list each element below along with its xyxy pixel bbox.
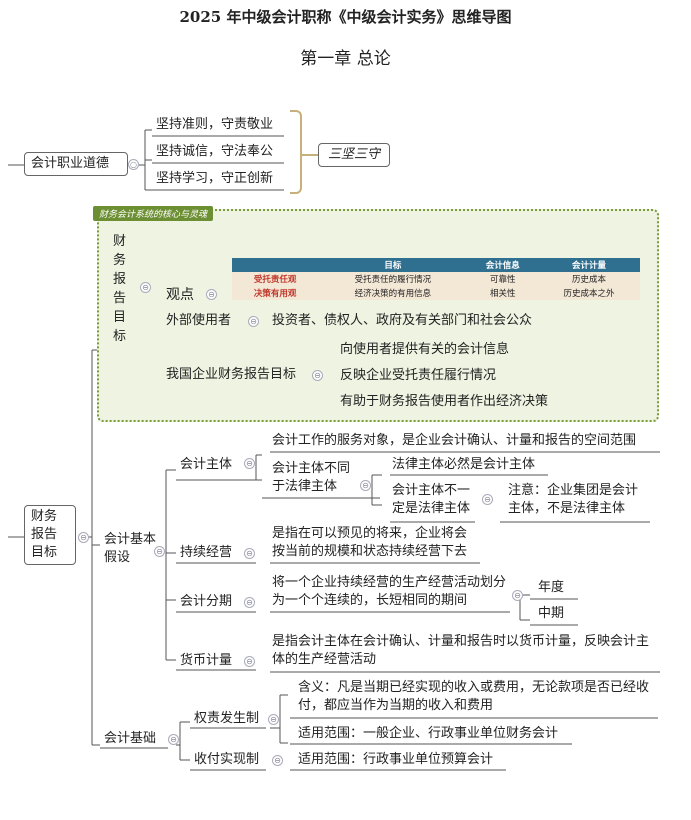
collapse-toggle-icon[interactable]: ⊖ <box>272 755 283 766</box>
collapse-toggle-icon[interactable]: ⊖ <box>268 714 279 725</box>
entity-node[interactable]: 会计主体 <box>180 457 233 472</box>
money-detail[interactable]: 是指会计主体在会计确认、计量和报告时以货币计量，反映会计主体的生产经营活动 <box>272 634 650 667</box>
cash-scope[interactable]: 适用范围：行政事业单位预算会计 <box>298 752 494 767</box>
table-cell: 相关性 <box>467 286 538 300</box>
ethics-item-3[interactable]: 坚持学习，守正创新 <box>156 171 274 186</box>
basis-node[interactable]: 会计基础 <box>104 731 157 746</box>
collapse-toggle-icon[interactable]: ⊖ <box>168 734 179 745</box>
collapse-toggle-icon[interactable]: ⊖ <box>78 532 89 543</box>
periods-detail[interactable]: 将一个企业持续经营的生产经营活动划分为一个个连续的，长短相同的期间 <box>272 575 507 608</box>
cash-node[interactable]: 收付实现制 <box>194 752 260 767</box>
external-users-node[interactable]: 外部使用者 <box>166 313 232 328</box>
assumptions-node[interactable]: 会计基本假设 <box>104 532 157 565</box>
external-users-detail[interactable]: 投资者、债权人、政府及有关部门和社会公众 <box>272 313 533 328</box>
ethics-summary-node[interactable]: 三坚三守 <box>318 143 390 167</box>
periods-annual[interactable]: 年度 <box>538 580 565 595</box>
ethics-root-node[interactable]: 会计职业道德 <box>24 152 128 176</box>
going-concern-detail[interactable]: 是指在可以预见的将来，企业将会按当前的规模和状态持续经营下去 <box>272 526 468 559</box>
viewpoint-table: 目标 会计信息 会计计量 受托责任观 受托责任的履行情况 可靠性 历史成本 决策… <box>232 258 640 300</box>
report-goal-vertical-label[interactable]: 财务报告目标 <box>113 234 127 344</box>
ethics-item-2[interactable]: 坚持诚信，守法奉公 <box>156 144 274 159</box>
entity-definition[interactable]: 会计工作的服务对象，是企业会计确认、计量和报告的空间范围 <box>272 433 637 448</box>
ethics-summary-label: 三坚三守 <box>327 147 380 162</box>
table-cell: 受托责任观 <box>232 272 319 286</box>
table-cell: 可靠性 <box>467 272 538 286</box>
accrual-node[interactable]: 权责发生制 <box>194 711 260 726</box>
periods-node[interactable]: 会计分期 <box>180 594 233 609</box>
collapse-toggle-icon[interactable]: ⊖ <box>244 548 255 559</box>
collapse-toggle-icon[interactable]: ⊖ <box>244 458 255 469</box>
china-goal-node[interactable]: 我国企业财务报告目标 <box>166 367 297 382</box>
collapse-toggle-icon[interactable]: ⊖ <box>154 546 165 557</box>
entity-not-legal[interactable]: 会计主体不一定是法律主体 <box>392 483 471 516</box>
table-header-cell <box>232 258 319 272</box>
collapse-toggle-icon[interactable]: ⊖ <box>360 480 371 491</box>
report-goal-frame <box>97 209 659 422</box>
ethics-item-1[interactable]: 坚持准则，守责敬业 <box>156 117 274 132</box>
collapse-toggle-icon[interactable]: ⊖ <box>312 370 323 381</box>
collapse-toggle-icon[interactable]: ⊖ <box>140 282 151 293</box>
legal-is-entity[interactable]: 法律主体必然是会计主体 <box>392 457 536 472</box>
collapse-toggle-icon[interactable]: ○ <box>128 159 139 170</box>
accrual-scope[interactable]: 适用范围：一般企业、行政事业单位财务会计 <box>298 726 559 741</box>
collapse-toggle-icon[interactable]: ⊖ <box>512 590 523 601</box>
money-node[interactable]: 货币计量 <box>180 653 233 668</box>
accrual-meaning[interactable]: 含义：凡是当期已经实现的收入或费用，无论款项是否已经收付，都应当作为当期的收入和… <box>298 680 650 713</box>
chapter-title: 第一章 总论 <box>300 49 391 69</box>
collapse-toggle-icon[interactable]: ⊖ <box>482 494 493 505</box>
green-frame-tag: 财务会计系统的核心与灵魂 <box>93 206 214 221</box>
periods-interim[interactable]: 中期 <box>538 606 565 621</box>
china-goal-item-1[interactable]: 向使用者提供有关的会计信息 <box>340 342 510 357</box>
group-note[interactable]: 注意：企业集团是会计主体，不是法律主体 <box>508 483 639 516</box>
main-root-label: 财务报告目标 <box>31 509 58 560</box>
collapse-toggle-icon[interactable]: ⊖ <box>206 289 217 300</box>
table-header-cell: 会计计量 <box>537 258 640 272</box>
ethics-bracket <box>290 110 302 194</box>
table-header-row: 目标 会计信息 会计计量 <box>232 258 640 272</box>
going-concern-node[interactable]: 持续经营 <box>180 545 233 560</box>
collapse-toggle-icon[interactable]: ⊖ <box>248 316 259 327</box>
china-goal-item-2[interactable]: 反映企业受托责任履行情况 <box>340 368 497 383</box>
entity-diff-node[interactable]: 会计主体不同于法律主体 <box>272 461 351 494</box>
table-cell: 历史成本之外 <box>537 286 640 300</box>
collapse-toggle-icon[interactable]: ⊖ <box>244 656 255 667</box>
table-header-cell: 会计信息 <box>467 258 538 272</box>
table-header-cell: 目标 <box>318 258 468 272</box>
main-root-node[interactable]: 财务报告目标 <box>24 505 76 565</box>
table-row: 决策有用观 经济决策的有用信息 相关性 历史成本之外 <box>232 286 640 300</box>
table-cell: 经济决策的有用信息 <box>318 286 468 300</box>
china-goal-item-3[interactable]: 有助于财务报告使用者作出经济决策 <box>340 394 549 409</box>
table-row: 受托责任观 受托责任的履行情况 可靠性 历史成本 <box>232 272 640 286</box>
table-cell: 历史成本 <box>537 272 640 286</box>
viewpoint-node[interactable]: 观点 <box>166 287 194 303</box>
page-title: 2025 年中级会计职称《中级会计实务》思维导图 <box>179 8 512 26</box>
table-cell: 决策有用观 <box>232 286 319 300</box>
table-cell: 受托责任的履行情况 <box>318 272 468 286</box>
collapse-toggle-icon[interactable]: ⊖ <box>244 597 255 608</box>
